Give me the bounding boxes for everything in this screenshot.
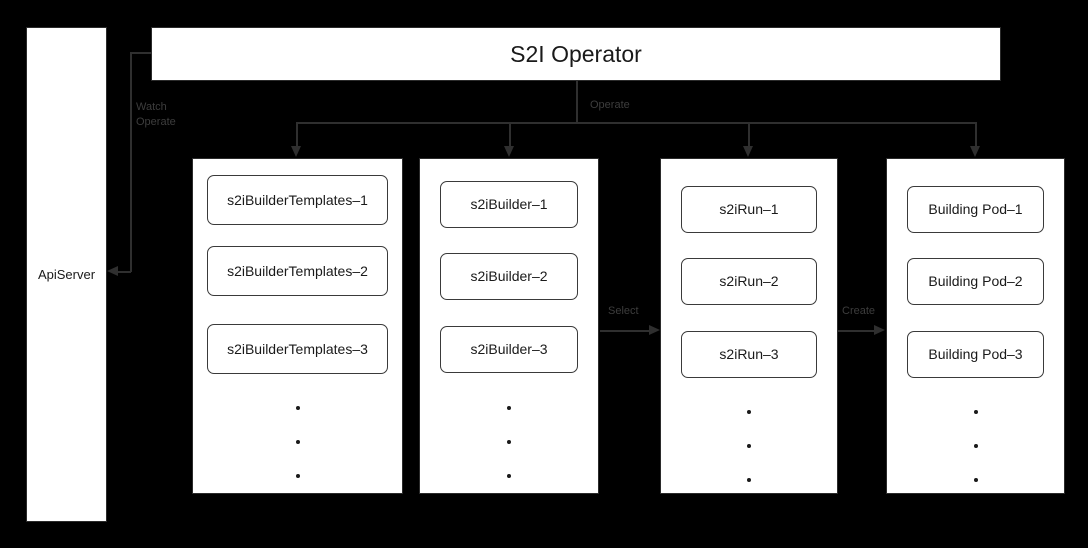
bus-drop-runs	[748, 122, 750, 148]
dot	[973, 478, 978, 482]
operator-bus-stem	[576, 81, 578, 123]
list-item[interactable]: s2iBuilder–1	[440, 181, 578, 228]
list-item[interactable]: Building Pod–1	[907, 186, 1044, 233]
item-label: s2iBuilder–1	[470, 196, 548, 213]
dot	[295, 440, 300, 444]
dot	[973, 444, 978, 448]
list-item[interactable]: s2iBuilderTemplates–3	[207, 324, 388, 374]
item-label: s2iBuilderTemplates–1	[227, 191, 368, 208]
item-label: s2iBuilderTemplates–3	[227, 340, 368, 357]
list-item[interactable]: s2iBuilder–3	[440, 326, 578, 373]
dot	[295, 406, 300, 410]
list-item[interactable]: s2iRun–1	[681, 186, 817, 233]
bus-drop-templates	[296, 122, 298, 148]
ellipsis-dots	[420, 391, 598, 493]
operate-top-label: Operate	[590, 99, 630, 111]
arrow-to-templates-icon	[291, 146, 301, 157]
apiserver-arrowhead-icon	[107, 266, 118, 276]
list-item[interactable]: s2iRun–3	[681, 331, 817, 378]
dot	[747, 444, 751, 448]
item-label: s2iRun–3	[719, 346, 779, 363]
arrow-to-builders-icon	[504, 146, 514, 157]
watch-label: Watch	[136, 101, 167, 113]
item-label: s2iBuilder–3	[470, 341, 548, 358]
arrow-to-runs-icon	[743, 146, 753, 157]
list-item[interactable]: Building Pod–2	[907, 258, 1044, 305]
list-item[interactable]: s2iBuilderTemplates–1	[207, 175, 388, 225]
select-label: Select	[608, 305, 639, 317]
item-label: s2iRun–2	[719, 273, 779, 290]
ellipsis-dots	[193, 391, 402, 493]
apiserver-label: ApiServer	[37, 267, 96, 282]
bus-drop-pods	[975, 122, 977, 148]
operator-to-apiserver-bottom-segment	[118, 271, 131, 273]
create-label: Create	[842, 305, 876, 317]
list-item[interactable]: s2iBuilderTemplates–2	[207, 246, 388, 296]
dot	[747, 478, 751, 482]
watch-operate-edge-label: Watch Operate	[136, 100, 176, 130]
select-arrowhead-icon	[649, 325, 660, 335]
item-label: s2iBuilder–2	[470, 268, 548, 285]
arrow-to-pods-icon	[970, 146, 980, 157]
item-label: Building Pod–1	[928, 201, 1023, 218]
operate-left-label: Operate	[136, 115, 176, 128]
s2i-operator-node[interactable]: S2I Operator	[151, 27, 1001, 81]
column-s2irun: s2iRun–1 s2iRun–2 s2iRun–3	[660, 158, 838, 494]
operator-to-apiserver-top-segment	[130, 52, 152, 54]
create-arrowhead-icon	[874, 325, 885, 335]
create-edge-line	[838, 330, 875, 332]
column-building-pod: Building Pod–1 Building Pod–2 Building P…	[886, 158, 1065, 494]
dot	[507, 406, 511, 410]
operator-to-apiserver-vertical-segment	[130, 52, 132, 272]
dot	[295, 474, 300, 478]
ellipsis-dots	[661, 395, 837, 497]
ellipsis-dots	[887, 395, 1064, 497]
list-item[interactable]: s2iBuilder–2	[440, 253, 578, 300]
dot	[973, 410, 978, 414]
bus-drop-builders	[509, 122, 511, 148]
list-item[interactable]: s2iRun–2	[681, 258, 817, 305]
operator-bus-horizontal	[296, 122, 976, 124]
list-item[interactable]: Building Pod–3	[907, 331, 1044, 378]
dot	[747, 410, 751, 414]
column-s2ibuildertemplates: s2iBuilderTemplates–1 s2iBuilderTemplate…	[192, 158, 403, 494]
apiserver-node[interactable]: ApiServer	[26, 27, 107, 522]
dot	[507, 474, 511, 478]
item-label: s2iBuilderTemplates–2	[227, 262, 368, 279]
item-label: s2iRun–1	[719, 201, 779, 218]
s2i-operator-label: S2I Operator	[510, 40, 642, 67]
item-label: Building Pod–3	[928, 346, 1023, 363]
select-edge-line	[600, 330, 650, 332]
item-label: Building Pod–2	[928, 273, 1023, 290]
dot	[507, 440, 511, 444]
column-s2ibuilder: s2iBuilder–1 s2iBuilder–2 s2iBuilder–3	[419, 158, 599, 494]
